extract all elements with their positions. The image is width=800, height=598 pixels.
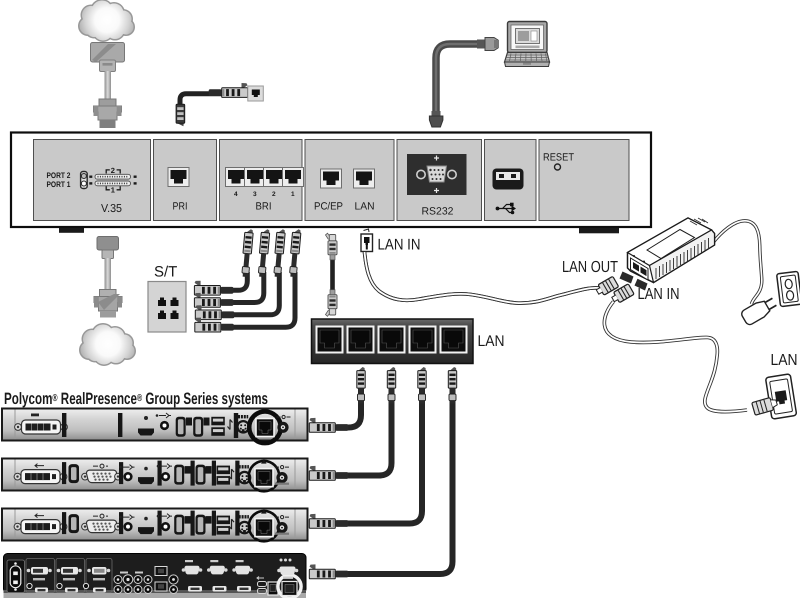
svg-text:LAN IN: LAN IN — [378, 237, 421, 254]
svg-text:LAN: LAN — [771, 352, 798, 369]
svg-text:LAN: LAN — [355, 201, 375, 213]
svg-text:PRI: PRI — [173, 201, 188, 213]
svg-text:2: 2 — [272, 191, 276, 198]
svg-text:LAN OUT: LAN OUT — [562, 259, 618, 276]
svg-text:RESET: RESET — [543, 152, 575, 164]
svg-text:S/T: S/T — [154, 264, 177, 281]
svg-text:2: 2 — [111, 166, 115, 175]
svg-text:3: 3 — [253, 191, 257, 198]
svg-text:RS232: RS232 — [422, 206, 454, 218]
svg-text:PORT 2: PORT 2 — [47, 171, 71, 180]
svg-text:PC/EP: PC/EP — [314, 201, 343, 213]
svg-text:PORT 1: PORT 1 — [47, 180, 71, 189]
svg-text:BRI: BRI — [256, 201, 272, 213]
svg-text:LAN: LAN — [478, 333, 505, 350]
svg-text:V.35: V.35 — [101, 203, 122, 215]
svg-text:LAN IN: LAN IN — [638, 286, 680, 303]
svg-text:4: 4 — [234, 191, 238, 198]
svg-text:1: 1 — [111, 186, 115, 195]
svg-text:1: 1 — [291, 191, 295, 198]
svg-text:Polycom® RealPresence® Group S: Polycom® RealPresence® Group Series syst… — [4, 390, 268, 408]
